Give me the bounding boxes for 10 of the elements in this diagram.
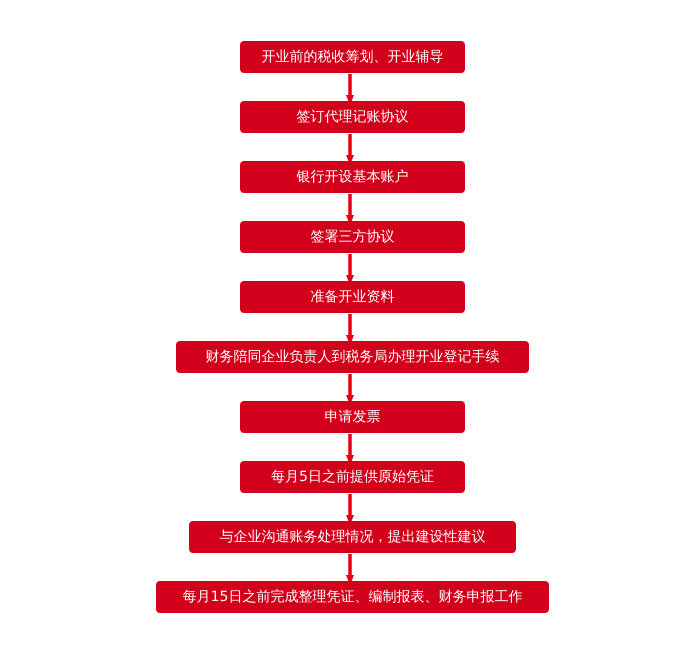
process-box: 申请发票 xyxy=(240,401,465,433)
process-box: 开业前的税收筹划、开业辅导 xyxy=(240,41,465,73)
process-box: 财务陪同企业负责人到税务局办理开业登记手续 xyxy=(176,341,529,373)
process-box: 准备开业资料 xyxy=(240,281,465,313)
process-box: 每月5日之前提供原始凭证 xyxy=(240,461,465,493)
process-box: 与企业沟通账务处理情况，提出建设性建议 xyxy=(189,521,516,553)
process-box: 每月15日之前完成整理凭证、编制报表、财务申报工作 xyxy=(156,581,549,613)
process-box: 签订代理记账协议 xyxy=(240,101,465,133)
process-box: 银行开设基本账户 xyxy=(240,161,465,193)
process-box: 签署三方协议 xyxy=(240,221,465,253)
